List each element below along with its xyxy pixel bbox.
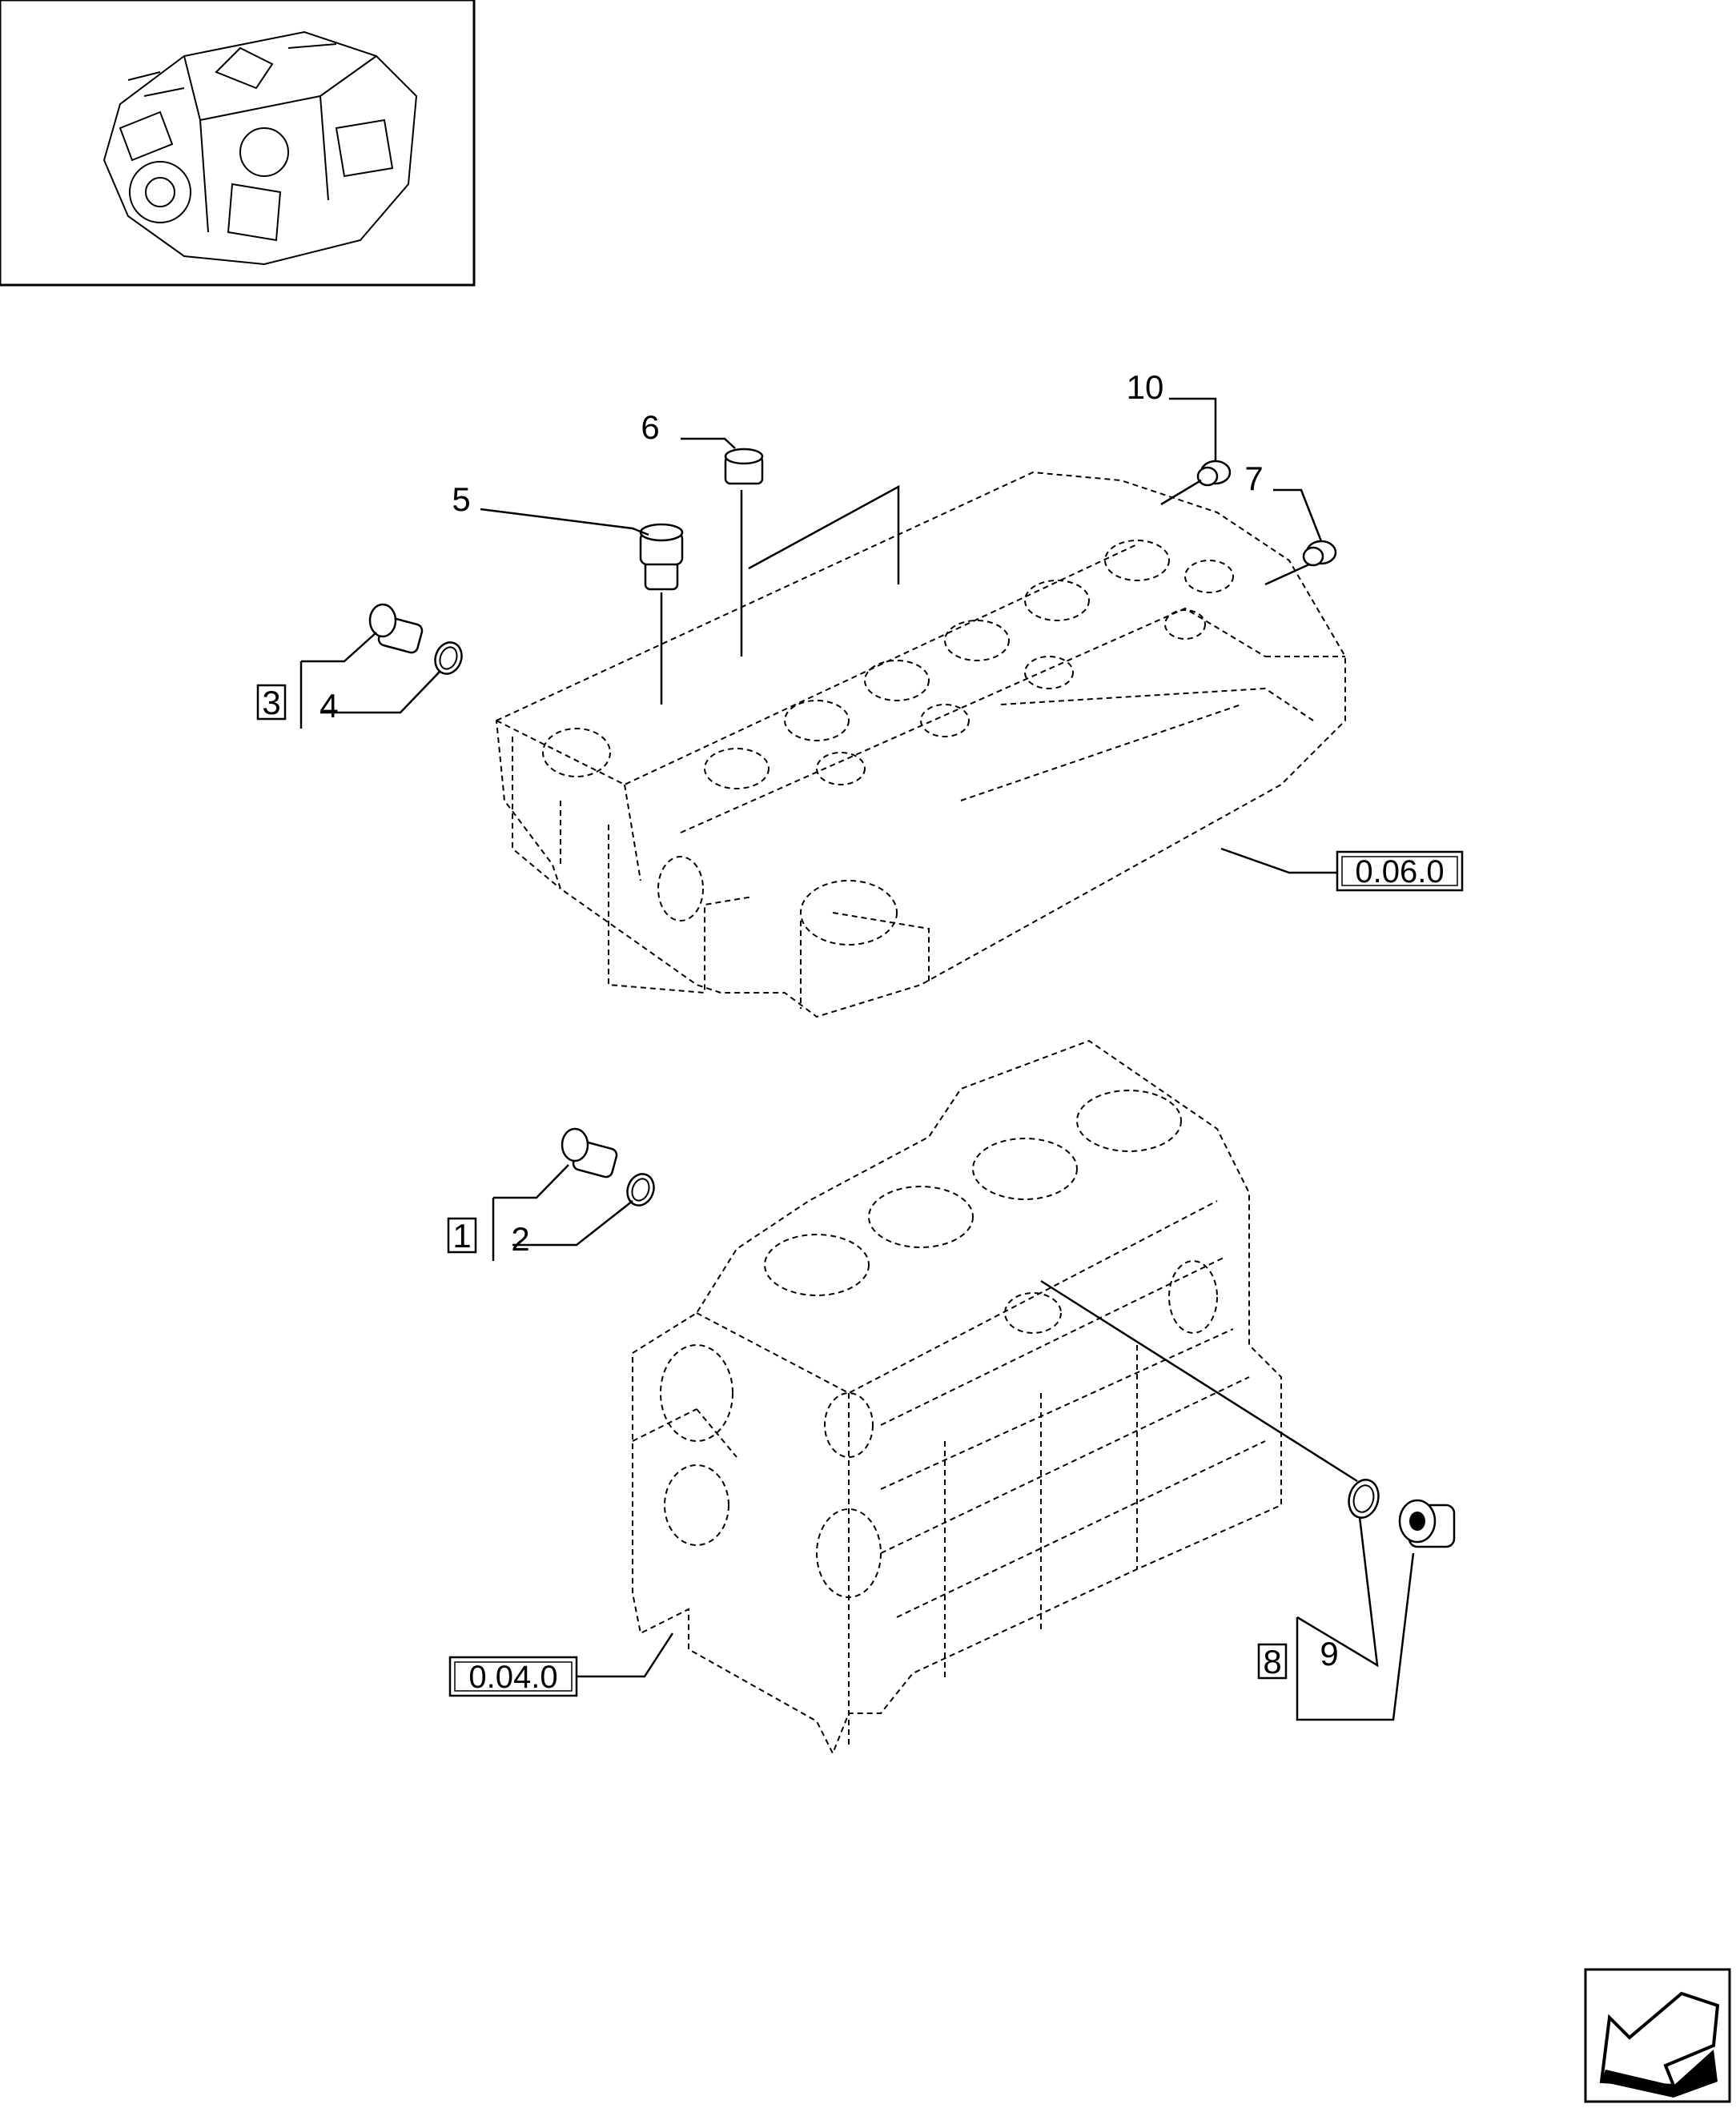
part-6-cap[interactable]	[724, 448, 764, 485]
part-8-plug[interactable]	[1398, 1499, 1456, 1548]
callout-8: 8	[1263, 1643, 1281, 1680]
callout-3: 3	[262, 684, 280, 721]
part-4-o-ring[interactable]	[431, 639, 466, 678]
callout-10: 10	[1127, 368, 1164, 406]
callout-5: 5	[452, 480, 470, 518]
next-page-arrow-icon	[1599, 1991, 1720, 2098]
callout-4: 4	[319, 687, 338, 725]
callout-1: 1	[452, 1217, 471, 1255]
part-3-plug[interactable]	[368, 603, 424, 654]
thumbnail-frame	[0, 0, 476, 287]
ref-code-cylinder-head: 0.06.0	[1355, 854, 1444, 889]
part-9-o-ring[interactable]	[1344, 1476, 1382, 1521]
ref-code-engine-block: 0.04.0	[468, 1660, 557, 1695]
cylinder-head-drawing	[495, 471, 1346, 1018]
next-page-button[interactable]	[1584, 1968, 1731, 2103]
callout-1-box	[447, 1217, 477, 1254]
engine-thumbnail[interactable]	[0, 0, 476, 287]
part-10-sleeve[interactable]	[1196, 460, 1232, 487]
ref-link-engine-block[interactable]: 0.04.0	[448, 1656, 578, 1697]
callout-3-box	[256, 684, 287, 721]
part-1-plug[interactable]	[561, 1127, 618, 1178]
leader-lines	[299, 397, 1415, 1721]
callout-7: 7	[1244, 460, 1263, 497]
callout-9: 9	[1320, 1635, 1338, 1672]
part-7-sleeve[interactable]	[1302, 540, 1337, 567]
part-2-o-ring[interactable]	[623, 1170, 658, 1210]
engine-block-drawing	[632, 1039, 1282, 1756]
callout-2: 2	[511, 1220, 529, 1258]
callout-8-box	[1257, 1643, 1288, 1680]
part-5-plug[interactable]	[639, 523, 684, 591]
engine-thumbnail-icon	[102, 30, 418, 266]
ref-link-cylinder-head[interactable]: 0.06.0	[1336, 850, 1464, 892]
callout-6: 6	[641, 408, 659, 446]
